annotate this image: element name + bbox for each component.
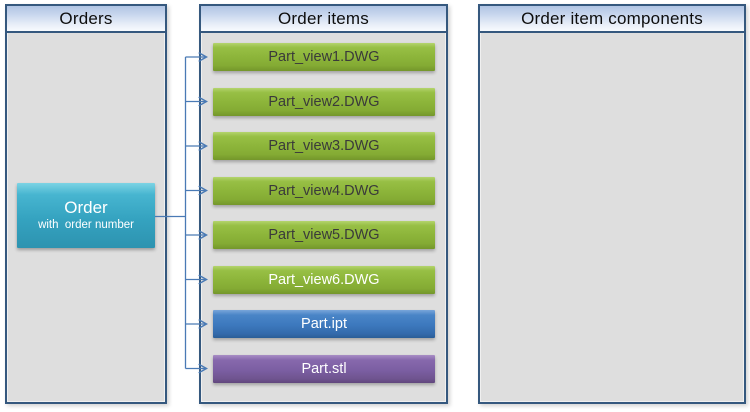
panel-orders-title: Orders: [7, 6, 165, 33]
panel-order-item-components-title: Order item components: [480, 6, 744, 33]
order-item-part-view6-dwg: Part_view6.DWG: [213, 265, 435, 294]
order-item-part-view2-dwg: Part_view2.DWG: [213, 87, 435, 116]
order-item-part-stl: Part.stl: [213, 354, 435, 383]
order-item-part-view3-dwg: Part_view3.DWG: [213, 132, 435, 160]
order-item-part-view4-dwg: Part_view4.DWG: [213, 176, 435, 205]
panel-order-items: Order items Part_view1.DWG Part_view2.DW…: [199, 4, 448, 404]
order-node-subtitle: with order number: [38, 219, 134, 231]
panel-order-item-components: Order item components: [478, 4, 746, 404]
order-item-part-view5-dwg: Part_view5.DWG: [213, 221, 435, 249]
order-node: Order with order number: [17, 183, 155, 248]
panel-order-items-title: Order items: [201, 6, 446, 33]
order-node-title: Order: [64, 198, 108, 217]
order-items-list: Part_view1.DWG Part_view2.DWG Part_view3…: [201, 33, 446, 383]
order-item-part-view1-dwg: Part_view1.DWG: [213, 43, 435, 71]
order-item-part-ipt: Part.ipt: [213, 310, 435, 338]
